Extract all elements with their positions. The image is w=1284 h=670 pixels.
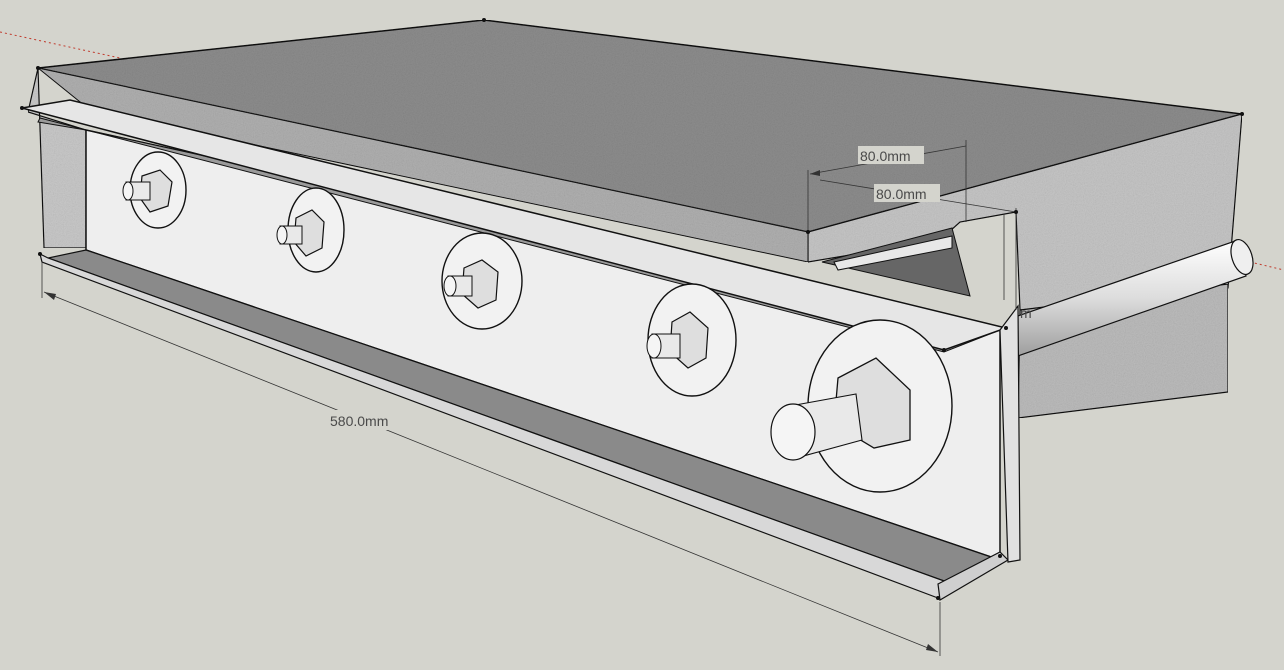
dimension-width-top[interactable]: 80.0mm	[807, 140, 967, 232]
dimension-length[interactable]: 580.0mm	[41, 262, 941, 656]
bolt-3[interactable]	[441, 232, 523, 330]
red-axis-left	[0, 31, 121, 59]
bolt-2[interactable]	[276, 187, 345, 273]
dimension-length-label: 580.0mm	[330, 413, 388, 429]
dimension-partial-label: m	[1020, 305, 1032, 321]
slab-front-face	[37, 67, 809, 263]
channel-end	[999, 304, 1021, 563]
bolt-5[interactable]	[770, 319, 953, 493]
vertex-markers	[20, 18, 1244, 600]
bolt-1[interactable]	[122, 151, 187, 229]
dimension-width-bottom[interactable]: 80.0mm m	[819, 179, 1032, 321]
dimension-width-bottom-label: 80.0mm	[876, 186, 927, 202]
red-axis-right	[1249, 261, 1284, 271]
dimension-width-top-label: 80.0mm	[860, 148, 911, 164]
bolt-4[interactable]	[646, 283, 737, 397]
